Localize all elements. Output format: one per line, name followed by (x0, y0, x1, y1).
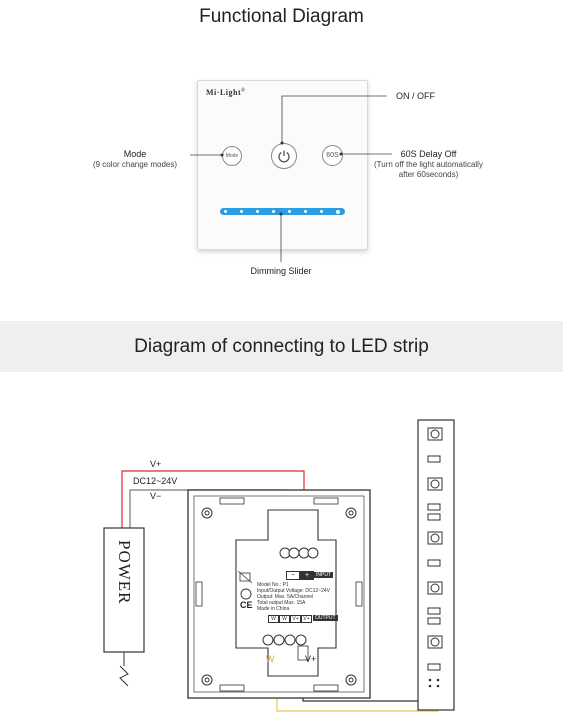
delay-sub-label-1: (Turn off the light automatically (374, 160, 483, 169)
ce-mark: CE (240, 600, 253, 610)
connection-title: Diagram of connecting to LED strip (134, 336, 429, 357)
wiring-diagram (103, 419, 455, 712)
spec-line: Model No.: P1 (257, 582, 289, 588)
onoff-label: ON / OFF (396, 91, 435, 101)
input-term-minus: − (286, 571, 300, 580)
switch-panel: Mi·Light® Mode 60S (197, 80, 368, 250)
wire-vminus-label: V− (150, 491, 162, 501)
mode-sub-label: (9 color change modes) (92, 160, 178, 169)
output-term: V+ (290, 615, 301, 623)
slider-dot (224, 210, 227, 213)
output-label: OUTPUT (313, 615, 338, 621)
wire-vplus-label: V+ (150, 459, 162, 469)
w-label: W (266, 654, 275, 664)
mode-label: Mode (123, 149, 147, 159)
spec-line: Made in China (257, 606, 290, 612)
vplus-output-label: V+ (305, 654, 317, 664)
spec-text: Model No.: P1 Input/Output Voltage: DC12… (257, 582, 337, 612)
slider-dot (256, 210, 259, 213)
functional-title: Functional Diagram (199, 6, 364, 27)
plug-icon (119, 665, 129, 687)
output-terminal-strip: W W V+ V+ (268, 615, 312, 623)
delay-sub-label-2: after 60seconds) (398, 170, 459, 179)
spec-line: Output: Max. 5A/Channel (257, 594, 314, 600)
output-term: W (279, 615, 290, 623)
mode-button[interactable]: Mode (222, 146, 242, 166)
rohs-icon (240, 588, 252, 600)
delay-button[interactable]: 60S (322, 145, 343, 166)
wire-voltage-label: DC12~24V (133, 476, 178, 486)
input-terminal-strip: − + (286, 571, 326, 580)
slider-dot (320, 210, 323, 213)
section-banner (0, 321, 563, 372)
mode-button-label: Mode (225, 153, 239, 159)
power-icon (278, 150, 290, 163)
slider-dot (288, 210, 291, 213)
delay-label: 60S Delay Off (400, 149, 457, 159)
input-term-plus: + (300, 571, 314, 580)
dimming-slider[interactable] (220, 208, 345, 215)
output-term: V+ (301, 615, 312, 623)
compliance-icons (237, 570, 253, 600)
spec-line: Input/Output Voltage: DC12~24V (257, 588, 330, 594)
led-chips (427, 427, 443, 671)
output-term: W (268, 615, 279, 623)
slider-dot (272, 210, 275, 213)
power-label: POWER (115, 540, 134, 605)
input-label: INPUT (314, 572, 333, 578)
slider-label: Dimming Slider (250, 266, 312, 276)
slider-dot (336, 209, 340, 214)
spec-line: Total output Max. 15A (257, 600, 306, 606)
power-button[interactable] (271, 143, 297, 169)
delay-button-label: 60S (326, 152, 339, 159)
slider-dot (304, 210, 307, 213)
brand-logo: Mi·Light® (206, 88, 246, 97)
callout-lines (190, 95, 392, 262)
weee-icon (239, 572, 251, 582)
slider-dot (240, 210, 243, 213)
